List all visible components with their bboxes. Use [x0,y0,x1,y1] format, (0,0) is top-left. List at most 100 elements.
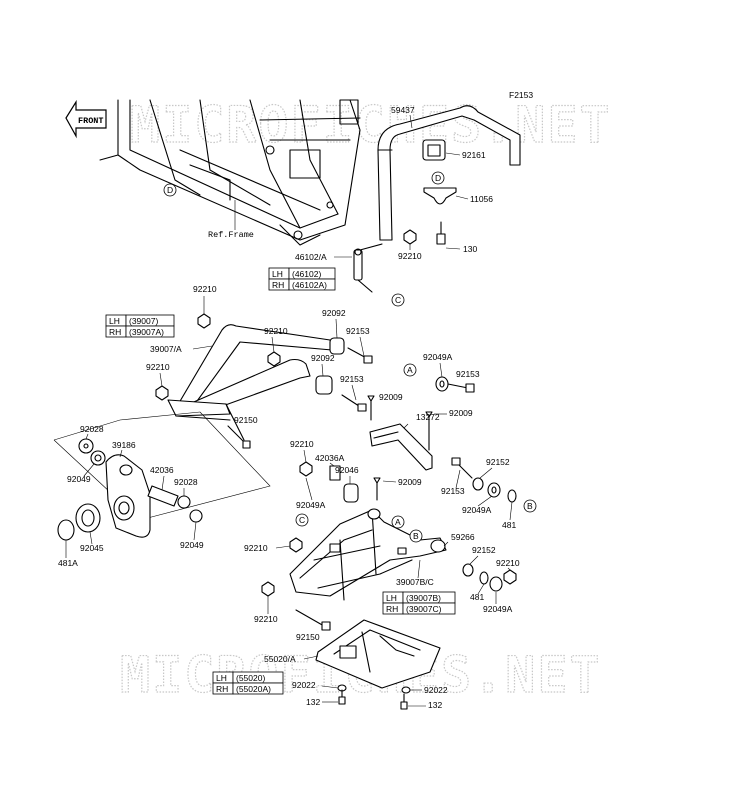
circlip-481a [57,519,75,541]
svg-text:(39007): (39007) [129,316,158,326]
collar-92028-a [78,438,94,454]
sleeve-42036 [147,485,179,507]
label-92210-h: 92210 [254,614,278,624]
nut-92210-a [197,313,211,329]
label-92092-a: 92092 [322,308,346,318]
collar-92152-b [462,563,474,577]
label-92092-b: 92092 [311,353,335,363]
label-92009-a: 92009 [379,392,403,402]
label-92009-c: 92009 [398,477,422,487]
bushing-92049a-right [435,376,449,392]
label-92152-b: 92152 [472,545,496,555]
label-130-top: 130 [463,244,477,254]
bolt-92153-right [447,383,475,393]
bolt-92150-upper [227,425,251,449]
svg-text:(46102): (46102) [292,269,321,279]
label-11056: 11056 [470,194,493,204]
front-label: FRONT [78,116,104,126]
label-92022-b: 92022 [424,685,448,695]
bolt-132-a [338,689,346,705]
label-92049-b: 92049 [67,474,91,484]
svg-text:LH: LH [109,316,120,326]
label-46102a: 46102/A [295,252,327,262]
stabilizer-bar [377,105,521,241]
label-92049a-right: 92049A [423,352,453,362]
bolt-92153-d [451,457,473,479]
plate-13272 [369,423,433,471]
bolt-92150-lower [295,609,331,631]
label-92153-a: 92153 [346,326,370,336]
ref-circle-a-lower: A [391,515,405,529]
svg-text:C: C [299,515,305,525]
svg-text:A: A [407,365,413,375]
label-92210-e: 92210 [290,439,314,449]
svg-text:RH: RH [272,280,284,290]
svg-text:LH: LH [216,673,227,683]
label-92210-b: 92210 [193,284,217,294]
bushing-92046 [343,483,359,503]
bolt-92153-upper [347,347,373,364]
label-132-b: 132 [428,700,442,710]
side-table-55020: LH (55020) RH (55020A) [212,671,284,695]
label-92046: 92046 [335,465,359,475]
label-42036: 42036 [150,465,174,475]
collar-92028-b [177,495,191,509]
bolt-132-b [400,693,408,710]
label-92210-f: 92210 [244,543,268,553]
label-13272: 13272 [416,412,440,422]
label-39007bc: 39007B/C [396,577,434,587]
label-59266: 59266 [451,532,475,542]
bushing-92049a-b [487,482,501,498]
collar-92152-a [472,477,484,491]
ref-frame-label: Ref.Frame [208,230,254,240]
frame-drawing [99,99,361,246]
skid-plate-55020 [315,619,441,689]
label-92210-c: 92210 [264,326,288,336]
label-92210-bar: 92210 [398,251,422,261]
label-42036a: 42036A [315,453,345,463]
nut-92210-c [155,385,169,401]
label-92049a-mid: 92049A [296,500,326,510]
svg-text:(55020): (55020) [236,673,265,683]
bushing-92049-left [90,450,106,466]
label-92153-c: 92153 [456,369,480,379]
svg-text:B: B [413,531,419,541]
nut-92210-bar [403,229,417,245]
watermark-top: MICROFICHES.NET [130,96,612,154]
ref-circle-c-lower: C [295,513,309,527]
svg-text:RH: RH [216,684,228,694]
svg-text:D: D [435,173,441,183]
nut-92210-b [267,351,281,367]
circlip-481-b [507,489,517,503]
nut-92210-e [299,461,313,477]
label-92049a-b: 92049A [462,505,492,515]
rivet-92009-c [373,477,381,501]
svg-text:A: A [395,517,401,527]
svg-text:(39007A): (39007A) [129,327,164,337]
nut-92210-g [503,569,517,585]
bushing-92092-upper [329,337,345,355]
bearing-92045 [75,503,101,533]
label-132-a: 132 [306,697,320,707]
side-table-39007: LH (39007) RH (39007A) [105,314,175,338]
rivet-92009-b [425,411,433,451]
ref-circle-a-upper: A [403,363,417,377]
label-92049-c: 92049 [180,540,204,550]
svg-text:LH: LH [272,269,283,279]
svg-text:LH: LH [386,593,397,603]
ref-circle-c-link: C [391,293,405,307]
bolt-92153-lower [341,394,367,412]
ref-circle-b-right: B [523,499,537,513]
bushing-92049a-c [489,576,503,592]
label-39007a: 39007/A [150,344,182,354]
svg-text:(39007B): (39007B) [406,593,441,603]
lower-arm-39007b [289,508,447,601]
label-92022-a: 92022 [292,680,316,690]
side-table-46102: LH (46102) RH (46102A) [268,267,336,291]
svg-text:B: B [527,501,533,511]
bolt-130 [436,221,446,245]
front-arrow-icon: FRONT [65,99,107,139]
circlip-481-c [479,571,489,585]
svg-text:D: D [167,185,173,195]
